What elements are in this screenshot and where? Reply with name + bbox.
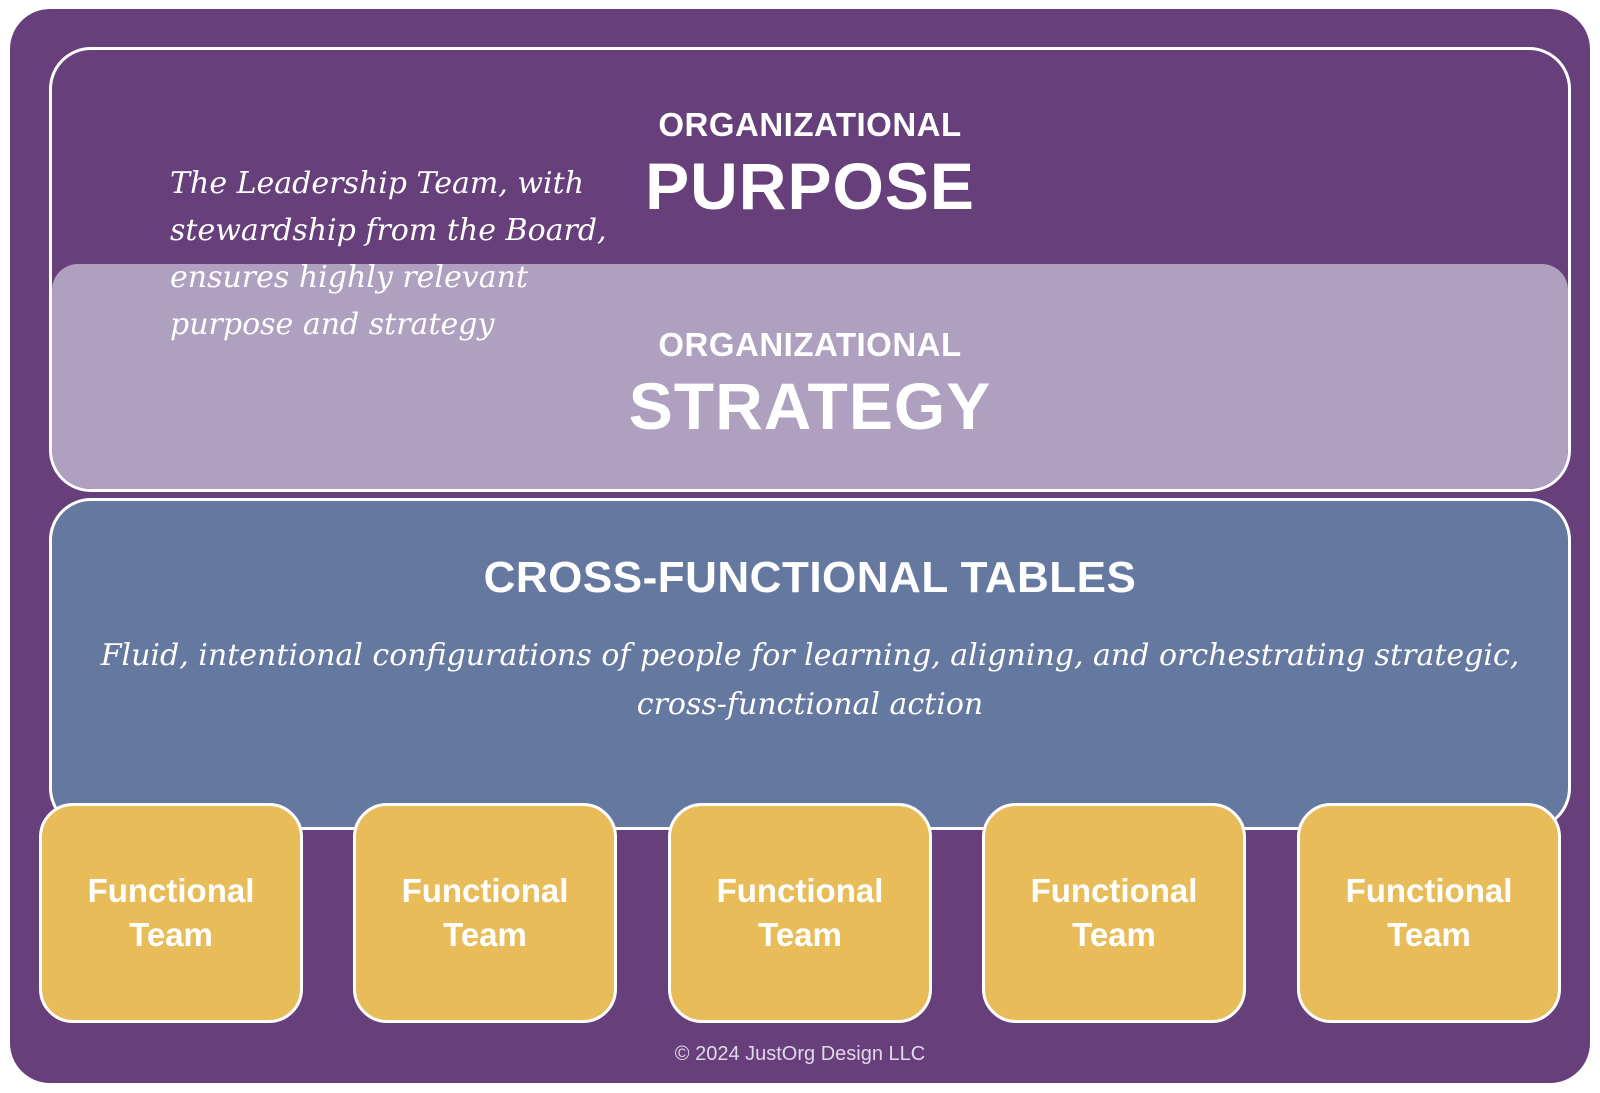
functional-team-label: Functional Team xyxy=(1345,872,1513,953)
functional-team-label: Functional Team xyxy=(87,872,255,953)
strategy-kicker: ORGANIZATIONAL xyxy=(658,326,962,363)
functional-team-box: Functional Team xyxy=(39,803,303,1023)
cross-functional-tables-panel: CROSS-FUNCTIONAL TABLES Fluid, intention… xyxy=(49,498,1571,830)
functional-team-label: Functional Team xyxy=(716,872,884,953)
diagram-frame: ORGANIZATIONAL PURPOSE ORGANIZATIONAL ST… xyxy=(10,9,1590,1083)
purpose-strategy-panel: ORGANIZATIONAL PURPOSE ORGANIZATIONAL ST… xyxy=(49,47,1571,492)
purpose-title: PURPOSE xyxy=(645,149,975,223)
cross-functional-description: Fluid, intentional configurations of peo… xyxy=(100,638,1520,722)
functional-team-label: Functional Team xyxy=(401,872,569,953)
functional-team-box: Functional Team xyxy=(982,803,1246,1023)
purpose-kicker: ORGANIZATIONAL xyxy=(658,106,962,143)
leadership-note: The Leadership Team, with stewardship fr… xyxy=(170,166,607,342)
strategy-title: STRATEGY xyxy=(628,369,992,443)
copyright-notice: © 2024 JustOrg Design LLC xyxy=(674,1043,926,1065)
functional-team-box: Functional Team xyxy=(1297,803,1561,1023)
functional-team-box: Functional Team xyxy=(353,803,617,1023)
functional-team-box: Functional Team xyxy=(668,803,932,1023)
strategy-band: ORGANIZATIONAL STRATEGY xyxy=(52,264,1568,489)
functional-team-label: Functional Team xyxy=(1030,872,1198,953)
cross-functional-title: CROSS-FUNCTIONAL TABLES xyxy=(483,553,1137,602)
